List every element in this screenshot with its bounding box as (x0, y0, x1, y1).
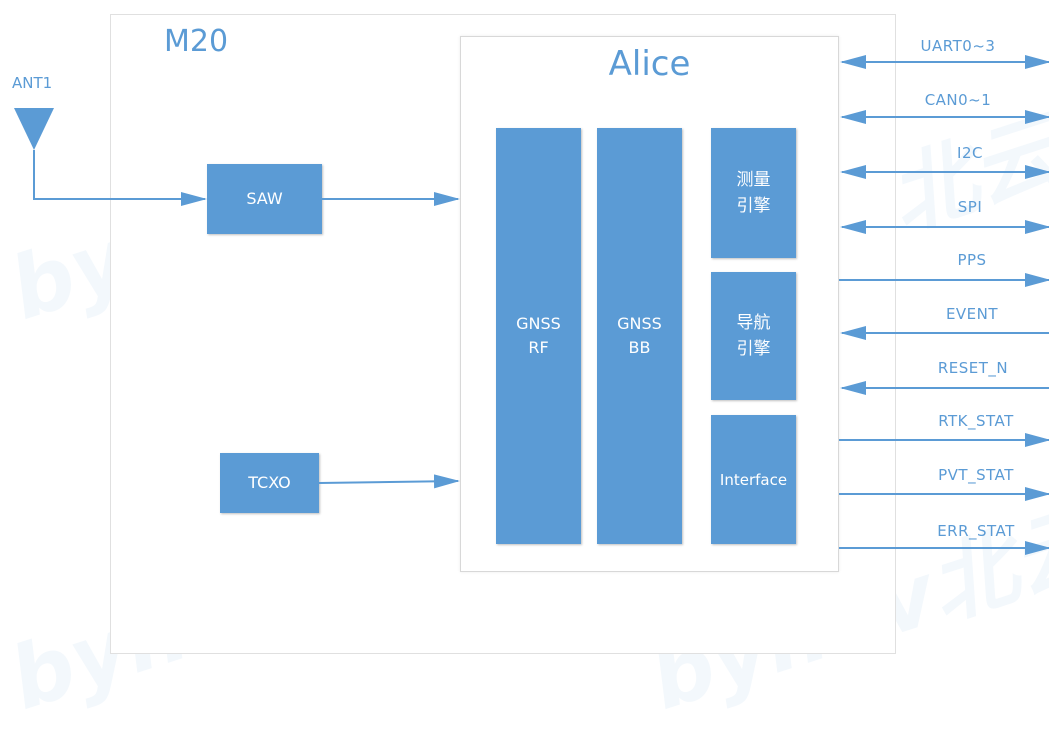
chip-title: Alice (608, 44, 691, 84)
interface-label: Interface (719, 470, 788, 489)
module-title: M20 (164, 24, 229, 59)
saw-label: SAW (246, 189, 283, 208)
gnss-bb-block: GNSS BB (597, 128, 682, 544)
saw-block: SAW (207, 164, 322, 234)
signal-label-reset: RESET_N (937, 359, 1009, 377)
measurement-engine-label-line1: 测量 (736, 170, 771, 190)
tcxo-block: TCXO (220, 453, 319, 513)
signal-label-event: EVENT (945, 305, 999, 323)
measurement-engine-block: 测量 引擎 (711, 128, 796, 258)
signal-label-rtk-stat: RTK_STAT (938, 412, 1014, 430)
navigation-engine-label-line1: 导航 (736, 313, 771, 333)
signal-label-can: CAN0~1 (924, 91, 992, 109)
tcxo-label: TCXO (248, 473, 291, 492)
navigation-engine-block: 导航 引擎 (711, 272, 796, 400)
signal-label-pps: PPS (957, 251, 987, 269)
navigation-engine-label-line2: 引擎 (736, 339, 771, 359)
antenna-label: ANT1 (12, 74, 53, 92)
tcxo-to-chip-arrow (318, 474, 460, 489)
signal-label-err-stat: ERR_STAT (937, 522, 1015, 540)
gnss-rf-label-line2: RF (528, 338, 549, 357)
measurement-engine-label-line2: 引擎 (736, 196, 771, 216)
signal-label-i2c: I2C (957, 144, 983, 162)
gnss-rf-block: GNSS RF (496, 128, 581, 544)
signal-label-spi: SPI (957, 198, 983, 216)
connectors (14, 55, 1049, 555)
gnss-bb-label-line2: BB (628, 338, 651, 357)
signal-label-uart: UART0~3 (920, 37, 996, 55)
antenna-to-saw-arrow (33, 150, 207, 206)
gnss-bb-label-line1: GNSS (617, 314, 662, 333)
signal-label-pvt-stat: PVT_STAT (938, 466, 1014, 484)
antenna-icon (14, 108, 54, 150)
interface-block: Interface (711, 415, 796, 544)
gnss-rf-label-line1: GNSS (516, 314, 561, 333)
